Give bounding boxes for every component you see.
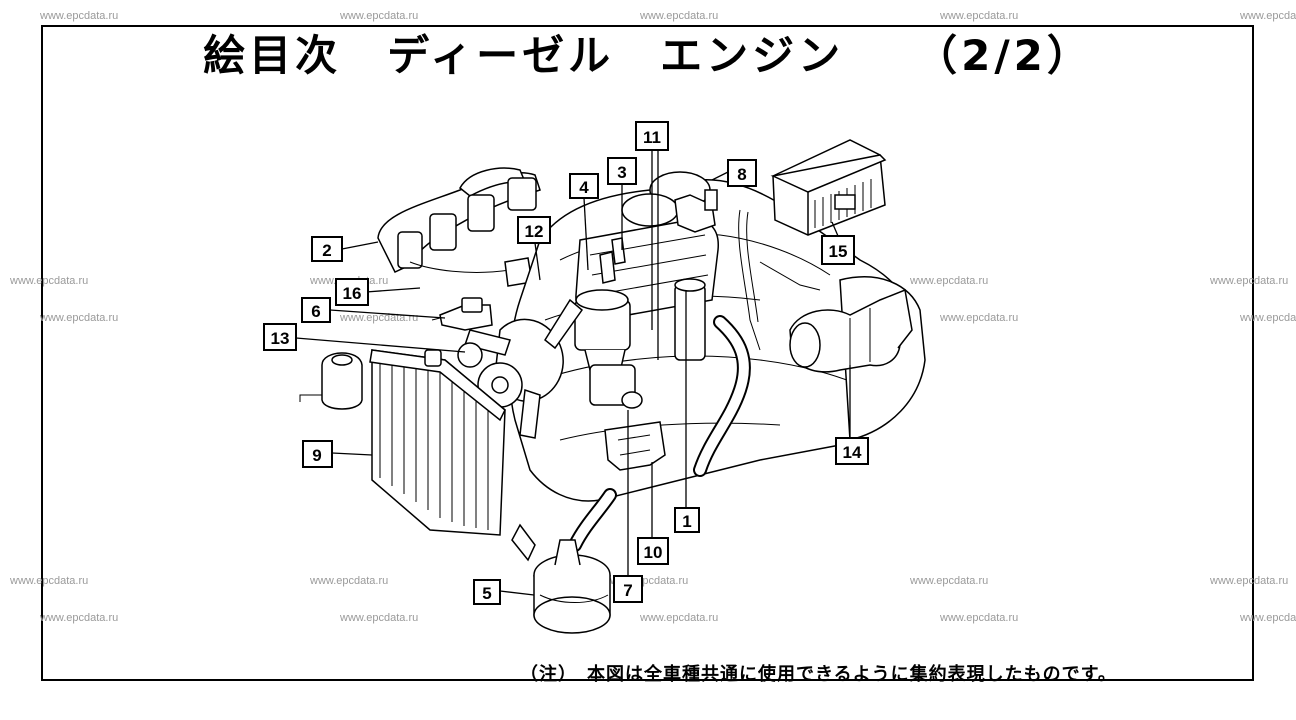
watermark-text: www.epcdata.ru — [910, 575, 989, 587]
watermark-text: www.epcdata.ru — [640, 612, 719, 624]
watermark-text: www.epcdata.ru — [340, 10, 419, 22]
fan-pulley-illustration — [457, 298, 584, 439]
diagram-frame — [41, 25, 1254, 681]
watermark-text: www.epcdata.ru — [1210, 275, 1289, 287]
radiator-illustration — [299, 349, 506, 536]
callout-12: 12 — [517, 216, 551, 244]
watermark-text: www.epcdata.ru — [940, 312, 1019, 324]
callout-15: 15 — [821, 235, 855, 265]
callout-5: 5 — [473, 579, 501, 605]
callout-8: 8 — [727, 159, 757, 187]
callout-1-label: 1 — [682, 512, 691, 531]
callout-9: 9 — [302, 440, 333, 468]
watermark-text: www.epcdata.ru — [40, 10, 119, 22]
bracket-illustration — [604, 421, 666, 471]
watermark-text: www.epcdata.ru — [10, 275, 89, 287]
callout-9-label: 9 — [312, 446, 321, 465]
injection-pump-illustration — [574, 278, 706, 409]
callout-3-label: 3 — [617, 163, 626, 182]
sensor-illustration — [431, 297, 493, 331]
callout-13: 13 — [263, 323, 297, 351]
callout-6-label: 6 — [311, 302, 320, 321]
intake-duct-illustration — [377, 167, 541, 287]
watermark-text: www.epcdata.ru — [940, 612, 1019, 624]
watermark-text: www.epcdata.ru — [40, 312, 119, 324]
watermark-text: www.epcdata.ru — [910, 275, 989, 287]
watermark-text: www.epcdata.ru — [340, 612, 419, 624]
footnote: （注） 本図は全車種共通に使用できるように集約表現したものです。 — [520, 664, 1117, 685]
callout-1: 1 — [674, 507, 700, 533]
watermark-text: www.epcdata.ru — [1240, 312, 1296, 324]
watermark-text: www.epcdata.ru — [1240, 612, 1296, 624]
callout-10: 10 — [637, 537, 669, 565]
callout-14: 14 — [835, 437, 869, 465]
watermark-text: www.epcdata.ru — [640, 10, 719, 22]
callout-16-label: 16 — [343, 284, 362, 303]
watermark-text: www.epcdata.ru — [940, 10, 1019, 22]
callout-7: 7 — [613, 575, 643, 603]
callout-10-label: 10 — [644, 543, 663, 562]
callout-14-label: 14 — [843, 443, 862, 462]
page-title: 絵目次 ディーゼル エンジン （2/2） — [203, 31, 1093, 80]
watermark-text: www.epcdata.ru — [1240, 10, 1296, 22]
glow-controller-illustration — [770, 139, 887, 236]
callout-4: 4 — [569, 173, 599, 199]
fittings-illustration — [599, 189, 718, 284]
air-cleaner-illustration — [511, 523, 611, 634]
callout-2-label: 2 — [322, 241, 331, 260]
watermark-text: www.epcdata.ru — [40, 612, 119, 624]
watermark-text: www.epcdata.ru — [10, 575, 89, 587]
callout-2: 2 — [311, 236, 343, 262]
callout-11-label: 11 — [643, 128, 661, 147]
callout-11: 11 — [635, 121, 669, 151]
callout-6: 6 — [301, 297, 331, 323]
callout-3: 3 — [607, 157, 637, 185]
starter-motor-illustration — [789, 288, 913, 373]
callout-13-label: 13 — [271, 329, 290, 348]
watermark-text: www.epcdata.ru — [1210, 575, 1289, 587]
callout-16: 16 — [335, 278, 369, 306]
callout-8-label: 8 — [737, 165, 746, 184]
leader-lines — [295, 150, 851, 596]
hoses-illustration — [568, 209, 821, 552]
callout-15-label: 15 — [829, 242, 848, 261]
callout-7-label: 7 — [623, 581, 632, 600]
callout-4-label: 4 — [579, 178, 589, 197]
callout-12-label: 12 — [525, 222, 544, 241]
watermark-text: www.epcdata.ru — [310, 575, 389, 587]
callout-5-label: 5 — [482, 584, 491, 603]
